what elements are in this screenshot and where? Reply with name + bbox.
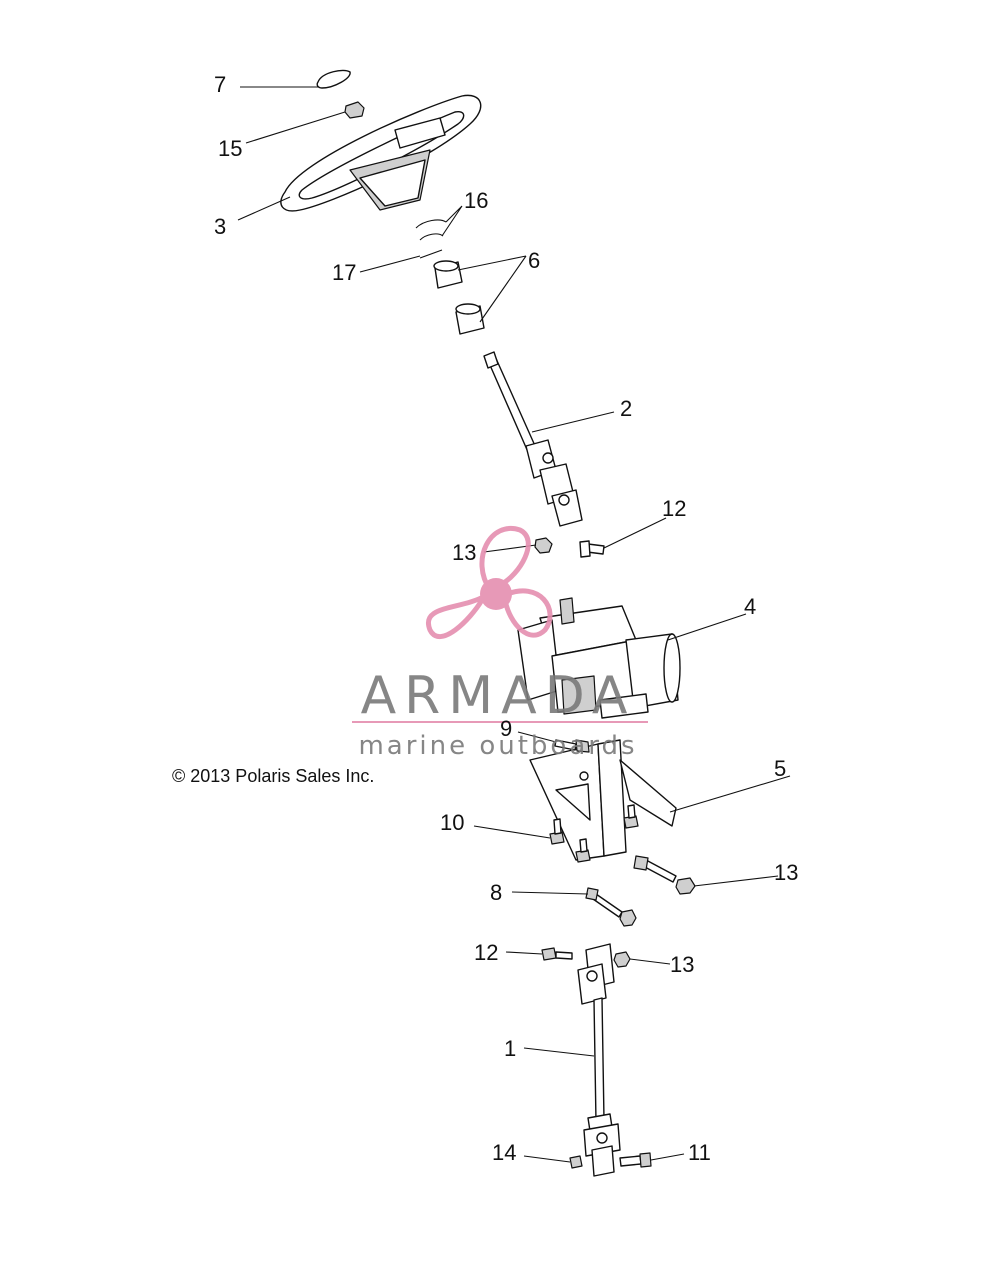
mounting-bracket <box>529 739 677 861</box>
callout-9: 9 <box>500 716 512 741</box>
callout-10: 10 <box>440 810 464 835</box>
wheel-nut <box>344 101 365 119</box>
callout-2: 2 <box>620 396 632 421</box>
callout-16: 16 <box>464 188 488 213</box>
bolt-lower <box>541 947 573 961</box>
bracket-bolt-top <box>554 739 590 753</box>
callout-3: 3 <box>214 214 226 239</box>
callout-5: 5 <box>774 756 786 781</box>
shaft-bolt <box>619 1152 652 1168</box>
callout-13-upper: 13 <box>452 540 476 565</box>
watermark-tagline: marine outboards <box>358 731 637 761</box>
steering-gear <box>517 597 681 719</box>
shaft-nut <box>569 1155 583 1169</box>
callout-12-lower: 12 <box>474 940 498 965</box>
clip-upper <box>415 219 447 229</box>
bracket-long-bolt <box>633 855 677 883</box>
lower-steering-shaft <box>577 943 621 1177</box>
nut-upper <box>534 537 553 554</box>
callout-11: 11 <box>688 1140 711 1165</box>
callout-13-lower: 13 <box>670 952 694 977</box>
bushing-upper <box>433 260 463 289</box>
callout-6: 6 <box>528 248 540 273</box>
steering-wheel <box>280 94 482 212</box>
watermark-name: ARMADA <box>361 666 636 726</box>
nut-right <box>675 877 696 895</box>
clip-lower <box>419 233 444 241</box>
callout-4: 4 <box>744 594 756 619</box>
callout-8: 8 <box>490 880 502 905</box>
bracket-bolt-left <box>549 818 565 845</box>
bracket-bolt-right <box>623 804 639 829</box>
through-bolt-nut <box>619 909 637 927</box>
bolt-upper <box>579 540 605 558</box>
upper-steering-shaft <box>483 351 583 527</box>
callout-1: 1 <box>504 1036 516 1061</box>
horn-cap <box>316 69 351 89</box>
through-bolt <box>585 887 623 918</box>
armada-watermark: ARMADA marine outboards <box>352 525 648 761</box>
nut-lower <box>613 951 631 968</box>
callout-12-upper: 12 <box>662 496 686 521</box>
copyright-notice: © 2013 Polaris Sales Inc. <box>172 766 375 786</box>
callout-14: 14 <box>492 1140 516 1165</box>
bushing-lower <box>455 303 485 335</box>
callout-17: 17 <box>332 260 356 285</box>
callout-7: 7 <box>214 72 226 97</box>
callout-labels: 7 15 3 16 17 6 2 12 13 4 9 5 10 13 8 12 … <box>214 72 798 1165</box>
pin <box>419 249 443 259</box>
propeller-logo <box>425 525 553 639</box>
bracket-bolt-mid <box>575 838 591 863</box>
callout-15: 15 <box>218 136 242 161</box>
callout-13-right: 13 <box>774 860 798 885</box>
